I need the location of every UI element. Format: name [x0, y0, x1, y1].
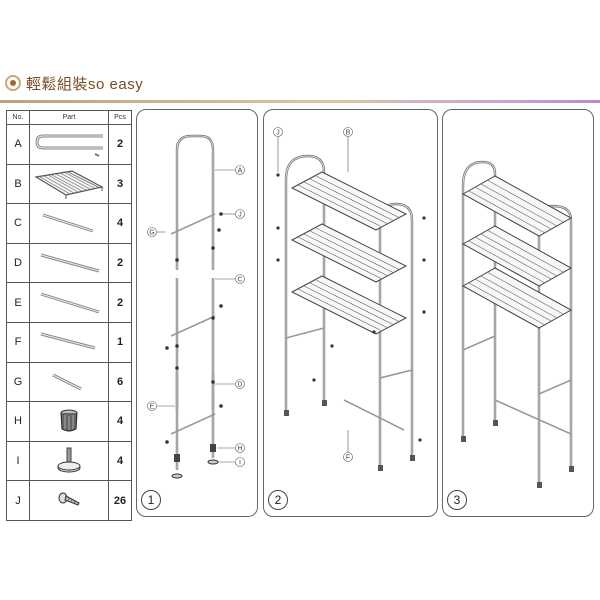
frame-exploded-diagram: A J G C E D H I — [147, 134, 245, 479]
wire-shelf-icon — [34, 170, 104, 199]
part-no: C — [6, 203, 30, 244]
part-no: B — [6, 163, 30, 205]
part-no: I — [6, 440, 30, 482]
table-row: D 2 — [6, 242, 132, 284]
long-tube-icon — [40, 253, 100, 273]
step-3-panel: 3 — [442, 109, 594, 517]
part-no: F — [6, 321, 30, 363]
step-2-panel: J B F 2 — [263, 109, 438, 517]
long-tube-icon — [40, 292, 100, 314]
callout-label: J — [276, 130, 280, 137]
step-1-panel: A J G C E D H I 1 — [136, 109, 258, 517]
part-pcs: 2 — [108, 242, 132, 284]
leveling-foot-icon — [57, 447, 81, 473]
u-frame-icon — [35, 134, 103, 158]
part-no: G — [6, 361, 30, 403]
table-row: I 4 — [6, 440, 132, 482]
shelf-install-diagram: J B F — [273, 127, 426, 471]
table-header-row: No. Part Pcs — [6, 110, 132, 125]
part-pcs: 4 — [108, 401, 132, 442]
part-pcs: 26 — [108, 480, 132, 521]
column-header-no: No. — [6, 110, 30, 125]
part-pcs: 3 — [108, 163, 132, 205]
table-row: F 1 — [6, 321, 132, 363]
table-row: B 3 — [6, 163, 132, 205]
section-header: 輕鬆組裝so easy — [0, 66, 600, 106]
part-no: J — [6, 480, 30, 521]
callout-label: C — [237, 277, 242, 284]
step-number-badge: 1 — [141, 490, 161, 510]
part-pcs: 4 — [108, 440, 132, 482]
parts-table: No. Part Pcs A 2 B — [6, 110, 132, 521]
long-tube-icon — [42, 214, 94, 233]
callout-label: A — [238, 168, 243, 175]
callout-label: E — [150, 404, 155, 411]
column-header-pcs: Pcs — [108, 110, 132, 125]
part-pcs: 2 — [108, 124, 132, 165]
callout-label: H — [237, 446, 242, 453]
page-title: 輕鬆組裝so easy — [26, 76, 144, 93]
part-no: D — [6, 242, 30, 284]
part-pcs: 4 — [108, 203, 132, 244]
part-pcs: 2 — [108, 282, 132, 323]
callout-label: J — [238, 212, 242, 219]
table-row: E 2 — [6, 282, 132, 323]
part-no: A — [6, 124, 30, 165]
assembled-rack-diagram — [461, 160, 574, 488]
screw-icon — [58, 492, 80, 506]
short-rod-icon — [52, 373, 82, 391]
column-header-part: Part — [29, 110, 109, 125]
table-row: G 6 — [6, 361, 132, 403]
location-pin-icon — [5, 75, 21, 91]
step-number-badge: 2 — [268, 490, 288, 510]
callout-label: F — [346, 455, 350, 462]
callout-label: G — [149, 230, 154, 237]
part-no: H — [6, 401, 30, 442]
callout-label: B — [346, 130, 351, 137]
foot-cap-icon — [60, 409, 78, 432]
table-row: A 2 — [6, 124, 132, 165]
part-pcs: 6 — [108, 361, 132, 403]
table-row: C 4 — [6, 203, 132, 244]
crossbar-icon — [40, 332, 96, 350]
callout-label: D — [237, 382, 242, 389]
table-row: H 4 — [6, 401, 132, 442]
callout-label: I — [239, 460, 241, 467]
part-pcs: 1 — [108, 321, 132, 363]
table-row: J 26 — [6, 480, 132, 521]
header-divider — [0, 100, 600, 103]
part-no: E — [6, 282, 30, 323]
step-number-badge: 3 — [447, 490, 467, 510]
